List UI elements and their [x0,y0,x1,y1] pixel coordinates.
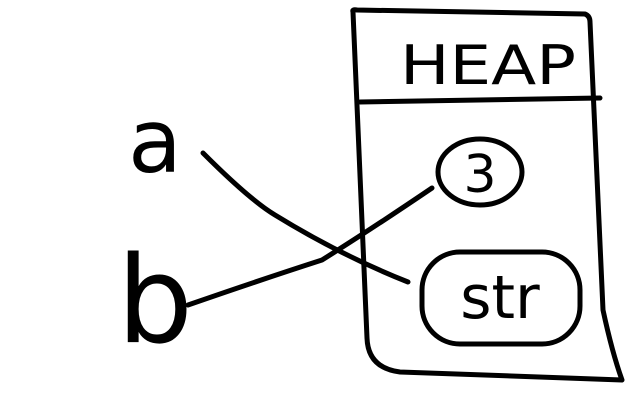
variable-b-label: b [117,232,193,371]
pointer-b-to-3 [185,185,435,308]
heap-box [350,7,625,383]
heap-header-divider [357,95,603,105]
heap-item-str-label: str [460,263,540,333]
heap-item-3-label: 3 [463,145,496,205]
heap-title: HEAP [400,34,576,97]
pointer-a-to-str [200,150,411,285]
variable-a-label: a [128,90,182,193]
heap-item-3-bubble [435,136,525,208]
heap-item-str-bubble [419,249,583,347]
